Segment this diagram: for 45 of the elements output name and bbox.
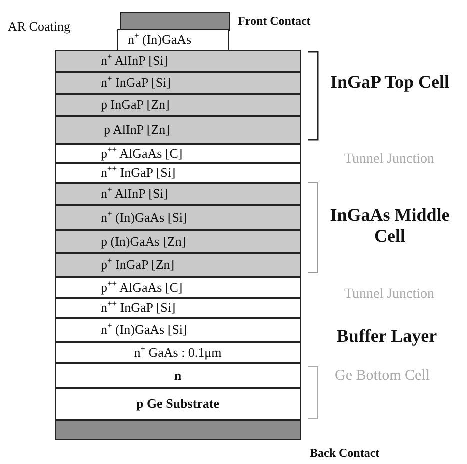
cell-label: Ge Bottom Cell	[335, 368, 430, 386]
contact-label: Back Contact	[310, 446, 380, 461]
layer-label: p$^{+}$ InGaP [Zn]	[101, 257, 175, 273]
layer-box	[55, 253, 301, 277]
back-contact-bar	[55, 420, 301, 440]
layer-box	[55, 183, 301, 205]
layer-label: n$^{+}$ InGaP [Si]	[101, 75, 172, 91]
layer-box	[55, 342, 301, 363]
layer-box	[55, 205, 301, 230]
coating-label: AR Coating	[8, 20, 72, 35]
cell-label: InGaAs Middle Cell	[330, 205, 450, 246]
layer-box	[55, 298, 301, 318]
layer-label: p (In)GaAs [Zn]	[101, 234, 186, 250]
layer-box	[55, 363, 301, 388]
layer-box	[55, 163, 301, 183]
layer-box	[55, 72, 301, 94]
junction-label: Tunnel Junction	[343, 152, 436, 168]
layer-box	[55, 388, 301, 420]
layer-label: n	[174, 368, 182, 384]
layer-group-label: Buffer Layer	[336, 326, 438, 347]
layer-label: p$^{++}$ AlGaAs [C]	[101, 146, 183, 162]
layer-box	[55, 94, 301, 116]
layer-label: p$^{++}$ AlGaAs [C]	[101, 280, 183, 296]
layer-label: p AlInP [Zn]	[104, 122, 170, 138]
layer-label: n$^{++}$ InGaP [Si]	[101, 165, 176, 181]
layer-box	[55, 144, 301, 163]
cell-label: InGaP Top Cell	[330, 72, 450, 93]
layer-label: n$^{+}$ (In)GaAs [Si]	[101, 210, 188, 226]
front-contact-bar	[120, 12, 230, 31]
layer-box	[55, 50, 301, 72]
layer-label: n$^{++}$ InGaP [Si]	[101, 300, 176, 316]
layer-label: n$^{+}$ (In)GaAs	[128, 32, 192, 48]
layer-label: n$^{+}$ (In)GaAs [Si]	[101, 322, 188, 338]
junction-label: Tunnel Junction	[343, 287, 436, 304]
layer-label: n$^{+}$ AlInP [Si]	[101, 53, 168, 69]
contact-label: Front Contact	[238, 14, 311, 29]
layer-box	[55, 277, 301, 298]
layer-label: n$^{+}$ GaAs : 0.1μm	[134, 344, 222, 360]
layer-label: n$^{+}$ AlInP [Si]	[101, 186, 168, 202]
layer-box	[55, 230, 301, 253]
layer-box	[55, 116, 301, 144]
layer-label: p Ge Substrate	[136, 396, 220, 412]
layer-box	[117, 29, 229, 51]
layer-label: p InGaP [Zn]	[101, 97, 170, 113]
layer-box	[55, 318, 301, 342]
